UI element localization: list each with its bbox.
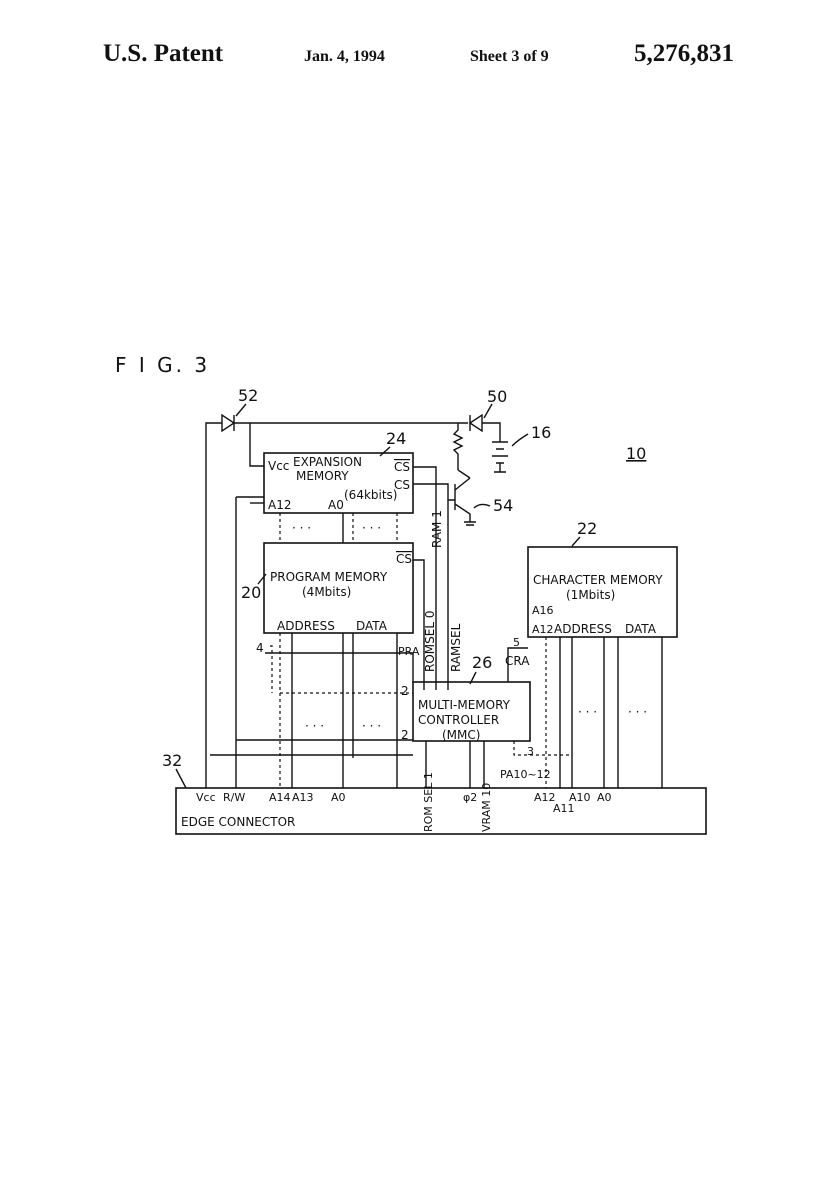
ramsel-label: RAMSEL <box>449 623 463 672</box>
ec-a10: A10 <box>569 791 591 804</box>
cra-label: CRA <box>505 654 530 668</box>
ram1-label: RAM 1 <box>430 510 444 548</box>
leader-52 <box>236 404 246 416</box>
battery-16 <box>492 442 508 463</box>
char-size: (1Mbits) <box>566 588 615 602</box>
exp-dots-2: · · · <box>362 521 381 535</box>
transistor-54 <box>455 478 470 522</box>
transistor-ground <box>464 522 476 525</box>
char-title: CHARACTER MEMORY <box>533 573 663 587</box>
transistor-collector <box>458 470 470 478</box>
leader-24 <box>380 447 390 456</box>
ref-24: 24 <box>386 429 406 448</box>
ec-title: EDGE CONNECTOR <box>181 815 295 829</box>
exp-cs: CS <box>394 478 410 492</box>
exp-vcc: Vcc <box>268 459 289 473</box>
prog-title: PROGRAM MEMORY <box>270 570 388 584</box>
mmc-title-2: CONTROLLER <box>418 713 499 727</box>
ec-phi2: φ2 <box>463 791 477 804</box>
ref-20: 20 <box>241 583 261 602</box>
diode-50 <box>470 415 482 431</box>
char-dots-1: · · · <box>578 705 597 719</box>
char-address: ADDRESS <box>554 622 612 636</box>
battery-lead <box>482 423 500 442</box>
ec-a13: A13 <box>292 791 314 804</box>
prog-size: (4Mbits) <box>302 585 351 599</box>
mmc-bus-2b: 2 <box>401 728 409 742</box>
char-dots-2: · · · <box>628 705 647 719</box>
cra-bus-5: 5 <box>513 636 520 649</box>
diode-52 <box>222 415 234 431</box>
pra-label: PRA <box>398 645 420 658</box>
exp-size: (64kbits) <box>344 488 398 502</box>
char-a12: A12 <box>532 623 554 636</box>
ref-10: 10 <box>626 444 646 463</box>
exp-dots-1: · · · <box>292 521 311 535</box>
pra-bus <box>265 653 413 683</box>
mmc-bus-2a: 2 <box>401 684 409 698</box>
prog-dots-left: · · · <box>305 719 324 733</box>
ec-a0b: A0 <box>597 791 612 804</box>
char-a16: A16 <box>532 604 554 617</box>
mmc-title-3: (MMC) <box>442 728 480 742</box>
ec-vcc: Vcc <box>196 791 216 804</box>
vcc-rail-left <box>206 423 222 788</box>
exp-a12: A12 <box>268 498 291 512</box>
prog-data: DATA <box>356 619 388 633</box>
char-data: DATA <box>625 622 657 636</box>
ref-54: 54 <box>493 496 513 515</box>
ec-romsel1: ROM SEL 1 <box>422 772 435 832</box>
ref-50: 50 <box>487 387 507 406</box>
leader-16 <box>512 434 528 446</box>
exp-title-1: EXPANSION <box>293 455 362 469</box>
pa-label: PA10~12 <box>500 768 551 781</box>
ref-32: 32 <box>162 751 182 770</box>
exp-cs-bar: CS <box>394 460 410 474</box>
exp-a0: A0 <box>328 498 344 512</box>
pra-bus-4: 4 <box>256 641 264 655</box>
leader-50 <box>484 404 492 418</box>
ref-26: 26 <box>472 653 492 672</box>
ref-52: 52 <box>238 386 258 405</box>
ec-a14: A14 <box>269 791 291 804</box>
ec-vram10: VRAM 10 <box>480 783 493 832</box>
battery-ground <box>494 463 506 472</box>
vcc-exp-line <box>250 423 264 466</box>
leader-22 <box>572 537 580 546</box>
romsel0-label: ROMSEL 0 <box>423 611 437 672</box>
ec-a0: A0 <box>331 791 346 804</box>
prog-cs-bar: CS <box>396 552 412 566</box>
exp-title-2: MEMORY <box>296 469 349 483</box>
pa-bus <box>514 741 572 755</box>
pa-bus-3: 3 <box>527 745 534 758</box>
leader-54 <box>474 504 490 508</box>
figure-label: F I G. 3 <box>115 353 210 377</box>
leader-32 <box>176 769 186 788</box>
pullup-resistor <box>454 423 462 470</box>
exp-cs-line <box>413 484 455 500</box>
ref-16: 16 <box>531 423 551 442</box>
prog-dots-right: · · · <box>362 719 381 733</box>
prog-address: ADDRESS <box>277 619 335 633</box>
ec-rw: R/W <box>223 791 245 804</box>
mmc-title-1: MULTI-MEMORY <box>418 698 511 712</box>
ref-22: 22 <box>577 519 597 538</box>
